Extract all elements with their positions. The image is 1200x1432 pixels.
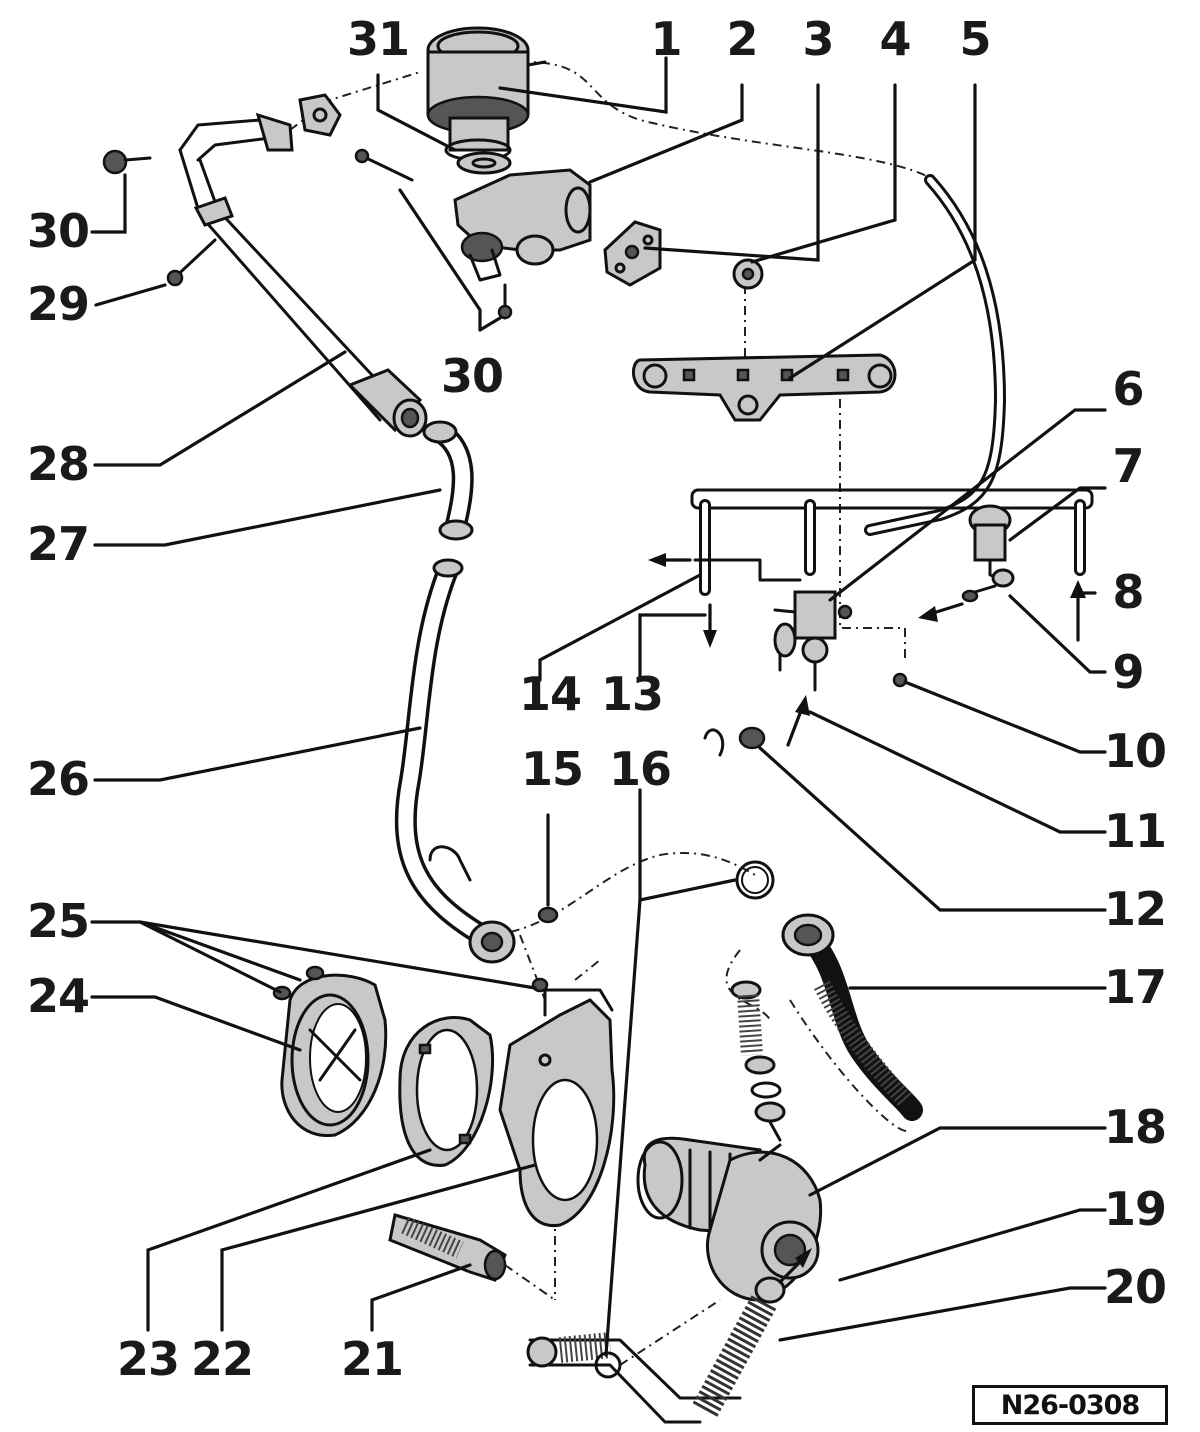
callout-3: 3 [802,12,833,66]
callout-17: 17 [1104,960,1166,1014]
callout-27: 27 [27,517,89,571]
callout-12: 12 [1104,882,1166,936]
callout-1: 1 [650,12,681,66]
callout-16: 16 [609,742,671,796]
pressure-pipe-20 [526,1276,786,1424]
bolts-center [354,148,513,320]
hose-connector-27 [422,420,474,541]
callout-30-left: 30 [27,204,89,258]
callout-5: 5 [959,12,990,66]
gasket-top [456,151,512,175]
connector-21 [388,1213,507,1282]
callout-14: 14 [519,667,581,721]
reference-code-box: N26-0308 [972,1385,1168,1425]
callout-11: 11 [1104,804,1166,858]
pump-connector-stack [730,980,786,1142]
hose-17 [781,913,923,1121]
flange-gasket [603,220,662,287]
vacuum-manifold [690,488,1094,596]
callout-28: 28 [27,437,89,491]
hose-9 [961,584,997,603]
callout-7: 7 [1112,439,1143,493]
callout-31: 31 [347,12,409,66]
leader-lines [90,56,1107,1357]
flow-arrows [648,553,1086,747]
hose-26 [394,558,516,964]
bracket-22 [498,988,616,1227]
ring-23 [398,1016,495,1167]
check-valve-7 [968,504,1015,588]
callout-10: 10 [1104,724,1166,778]
cap-10 [892,672,908,688]
callout-19: 19 [1104,1182,1166,1236]
callout-18: 18 [1104,1100,1166,1154]
callout-30-center: 30 [441,349,503,403]
callout-26: 26 [27,752,89,806]
callout-29: 29 [27,277,89,331]
callout-6: 6 [1112,362,1143,416]
callout-15: 15 [521,742,583,796]
callout-21: 21 [341,1332,403,1386]
callout-23: 23 [117,1332,179,1386]
bushing-4 [732,258,764,290]
callout-24: 24 [27,969,89,1023]
small-flange-gasket [298,93,342,137]
bolt-29 [166,238,217,287]
combination-valve [426,26,547,162]
air-pump-18 [636,1136,823,1302]
bracket-5 [631,353,897,422]
callout-labels: 1 2 3 4 5 6 7 8 9 10 11 12 13 14 15 16 1… [27,12,1167,1386]
mounting-ring-24 [280,973,388,1138]
callout-13: 13 [601,667,663,721]
callout-25: 25 [27,894,89,948]
callout-9: 9 [1112,645,1143,699]
flow-arrow-19 [778,1248,812,1284]
callout-4: 4 [879,12,910,66]
bolt-left [102,149,152,175]
clip-12 [703,726,766,757]
clip-15 [537,906,559,924]
callout-22: 22 [191,1332,253,1386]
connecting-housing [453,168,592,282]
o-ring-bottom [594,1351,622,1379]
o-ring-16 [735,860,775,900]
vacuum-hose-right [864,174,1007,536]
callout-2: 2 [726,12,757,66]
callout-8: 8 [1112,565,1143,619]
reference-code: N26-0308 [1000,1389,1141,1421]
callout-20: 20 [1104,1260,1166,1314]
solenoid-valve-6 [773,590,853,692]
air-pipe-left [178,112,428,438]
